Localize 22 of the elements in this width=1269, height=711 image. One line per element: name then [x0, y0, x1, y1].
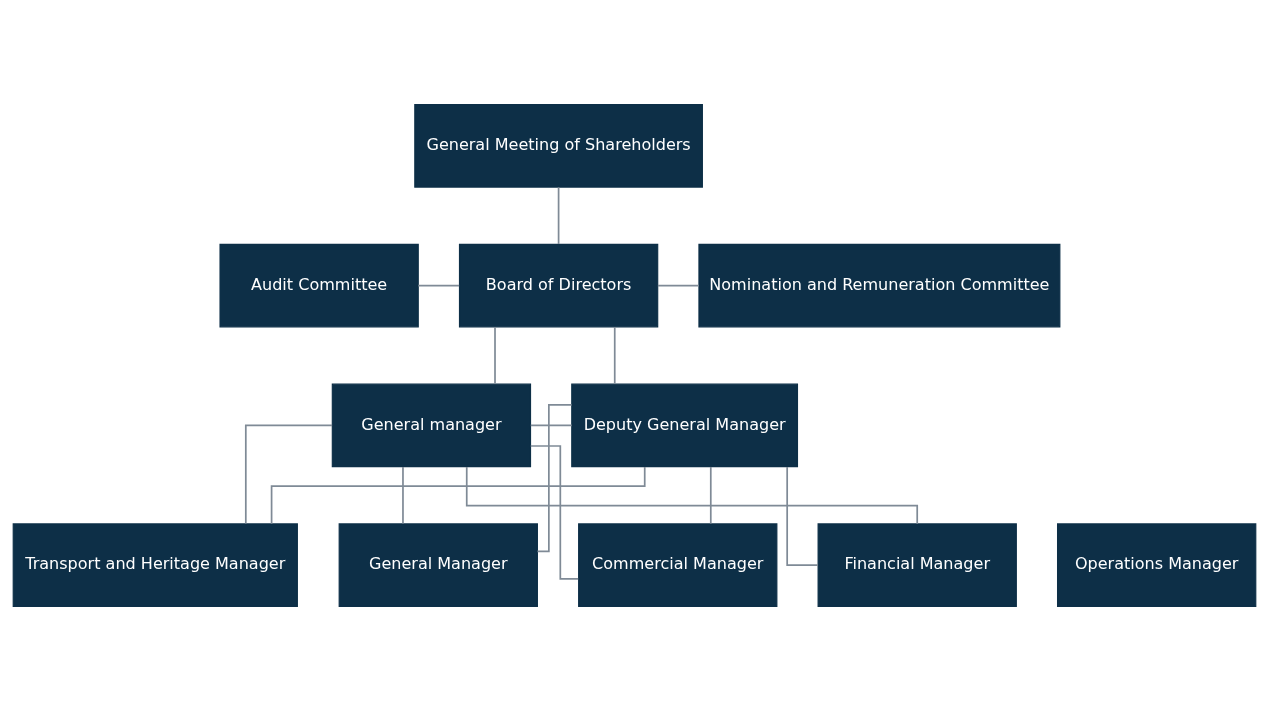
node-box: Board of Directors	[458, 243, 659, 328]
node-box: General Meeting of Shareholders	[414, 104, 703, 188]
connector	[786, 466, 819, 567]
connector	[709, 466, 712, 525]
connector	[244, 424, 333, 525]
connector	[494, 326, 496, 385]
node-box: Financial Manager	[817, 523, 1017, 607]
node-box: Commercial Manager	[578, 523, 778, 607]
connector	[657, 284, 700, 287]
node-box: Operations Manager	[1057, 523, 1257, 607]
connector	[557, 186, 560, 245]
connector	[529, 424, 573, 427]
node-box: Nomination and Remuneration Committee	[698, 243, 1061, 328]
connector	[402, 466, 404, 525]
connector	[613, 326, 616, 385]
node-box: General Manager	[338, 523, 538, 607]
node-box: Transport and Heritage Manager	[12, 523, 298, 607]
connector	[536, 403, 573, 553]
connector	[417, 284, 461, 287]
node-box: General manager	[331, 383, 532, 468]
node-box: Audit Committee	[219, 243, 419, 328]
node-box: Deputy General Manager	[571, 383, 799, 468]
